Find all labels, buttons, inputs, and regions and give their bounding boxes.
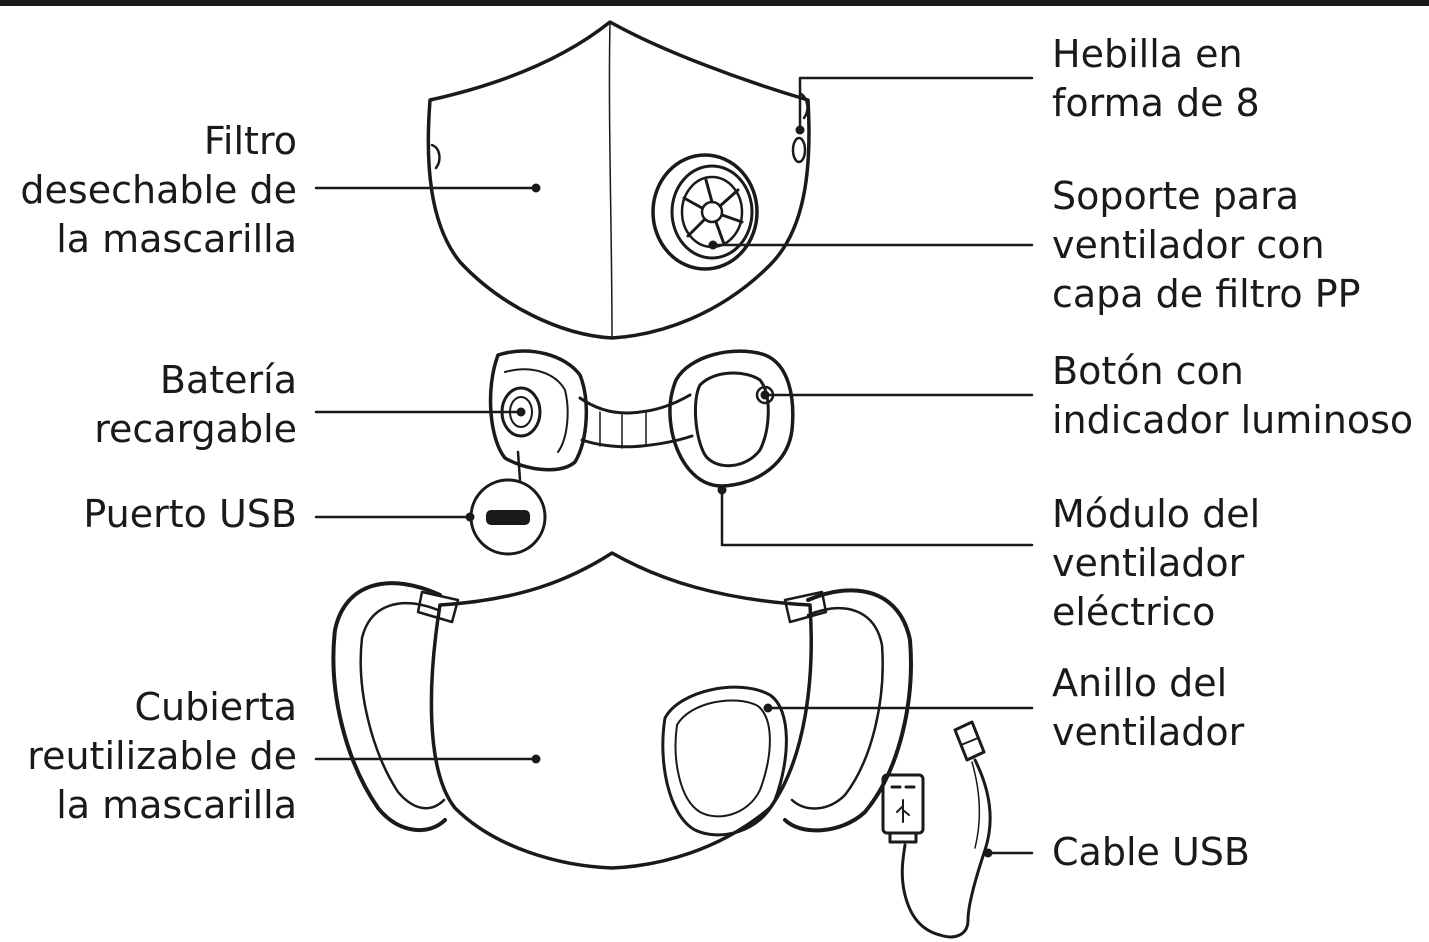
leader-dots [465,125,993,858]
label-reusable-cover: Cubierta reutilizable de la mascarilla [27,685,297,827]
label-fan-module: Módulo del ventilador eléctrico [1052,492,1261,634]
label-disposable-filter: Filtro desechable de la mascarilla [20,119,297,261]
top-border [0,0,1429,6]
mask-cover-illustration [331,551,913,870]
label-fan-ring: Anillo del ventilador [1052,661,1245,754]
usb-cable-illustration [881,720,992,939]
leader-lines [314,76,1034,855]
fan-module-illustration [488,349,795,488]
label-rechargeable-battery: Batería recargable [94,358,297,451]
label-usb-port: Puerto USB [83,492,297,536]
label-indicator-button: Botón con indicador luminoso [1052,349,1414,442]
label-fan-holder: Soporte para ventilador con capa de filt… [1052,174,1361,316]
disposable-filter-illustration [426,20,811,340]
label-usb-cable: Cable USB [1052,830,1250,874]
label-figure-8-buckle: Hebilla en forma de 8 [1052,32,1260,125]
